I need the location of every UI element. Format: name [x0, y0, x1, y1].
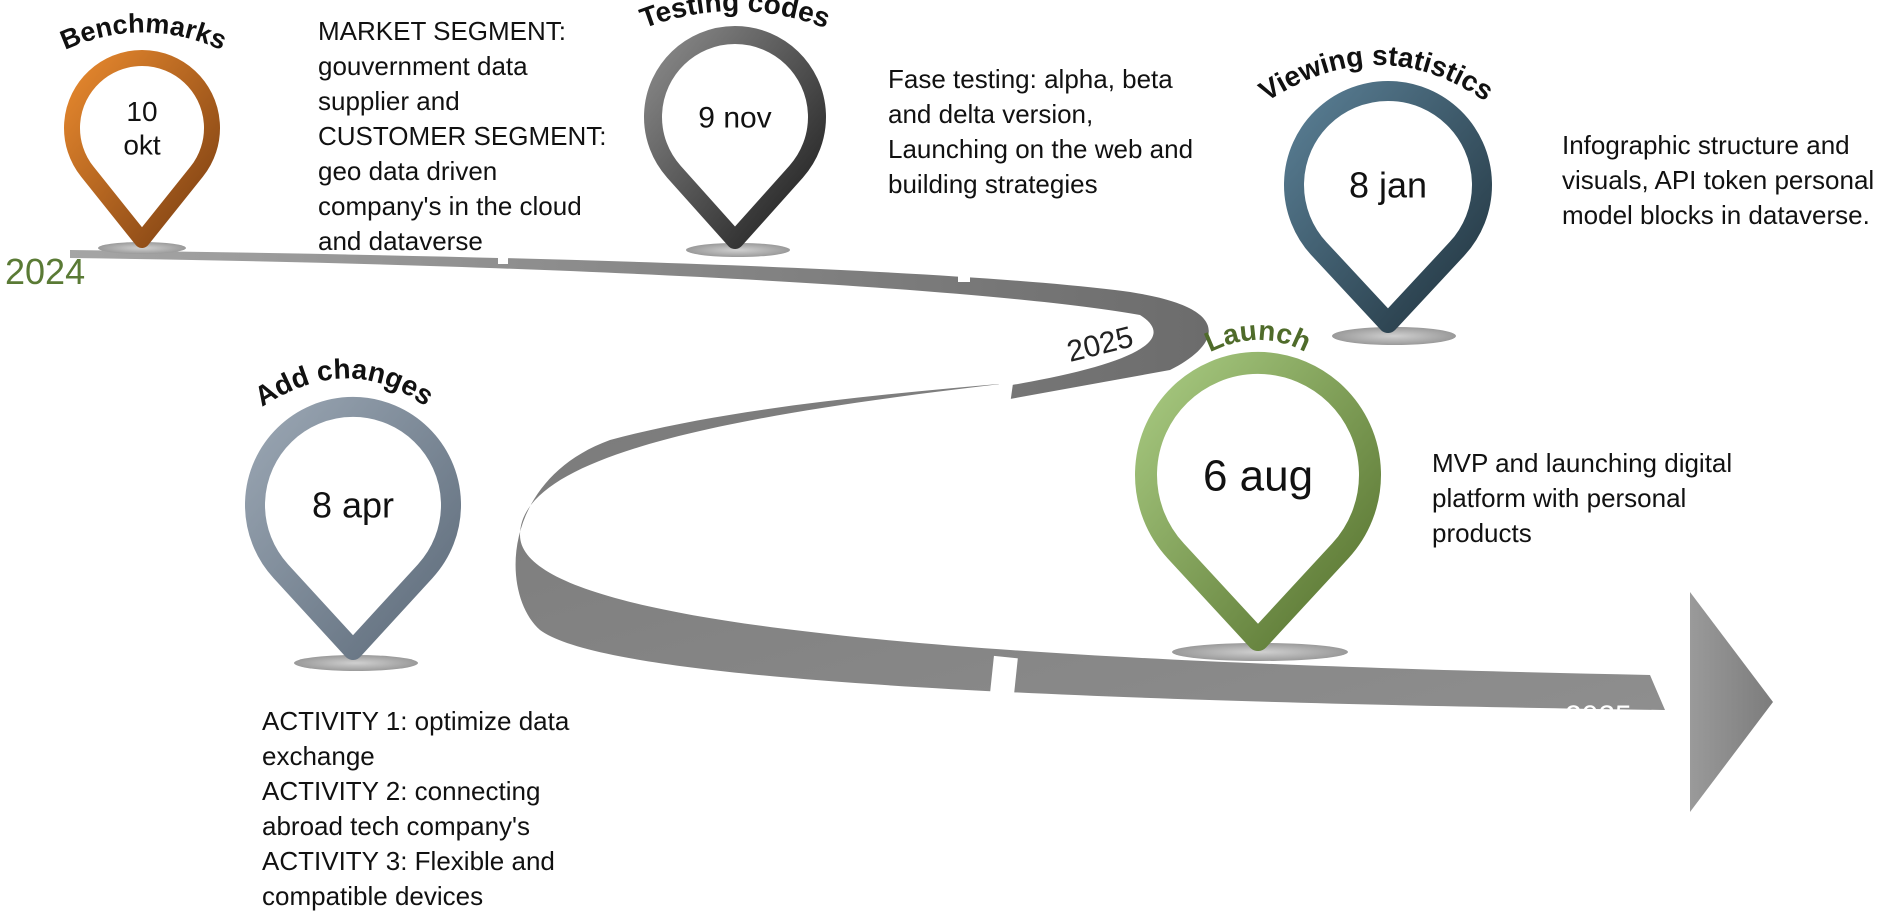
map-pin-icon [64, 50, 220, 248]
milestone-launch: 6 aug Launch [1135, 315, 1381, 661]
road-tick-3 [996, 377, 1014, 403]
map-pin-icon [1135, 352, 1381, 651]
road-tick-4 [990, 655, 1018, 695]
pin-shadow [686, 243, 790, 257]
pin-date-label: 8 jan [1349, 165, 1427, 206]
pin-shadow [1172, 643, 1348, 661]
pin-shadow [294, 655, 418, 671]
pin-title: Launch [1200, 315, 1316, 358]
year-2024-label: 2024 [5, 251, 85, 292]
launch-description: MVP and launching digital platform with … [1432, 448, 1733, 548]
pin-date-label: 9 nov [698, 102, 771, 135]
map-pin-icon [245, 397, 461, 660]
road-upper-segment [70, 250, 1209, 399]
road-tick-1 [498, 255, 508, 264]
map-pin-icon [1284, 80, 1492, 333]
timeline-road [70, 250, 1773, 812]
pin-shadow [1332, 327, 1456, 345]
add-changes-description: ACTIVITY 1: optimize data exchange ACTIV… [262, 706, 570, 911]
map-pin-icon [644, 26, 826, 249]
benchmarks-description: MARKET SEGMENT: gouvernment data supplie… [318, 16, 607, 256]
road-arrow-head [1690, 592, 1773, 812]
testing-codes-description: Fase testing: alpha, beta and delta vers… [888, 64, 1194, 199]
pin-date-label: 8 apr [312, 485, 394, 526]
road-lower-segment [515, 383, 1665, 710]
pin-date-label: 6 aug [1203, 451, 1313, 500]
road-tick-2 [958, 272, 970, 282]
pin-title: Benchmarks [56, 8, 231, 56]
viewing-statistics-description: Infographic structure and visuals, API t… [1562, 130, 1875, 230]
year-2025-end-label: 2025 [1565, 700, 1632, 733]
